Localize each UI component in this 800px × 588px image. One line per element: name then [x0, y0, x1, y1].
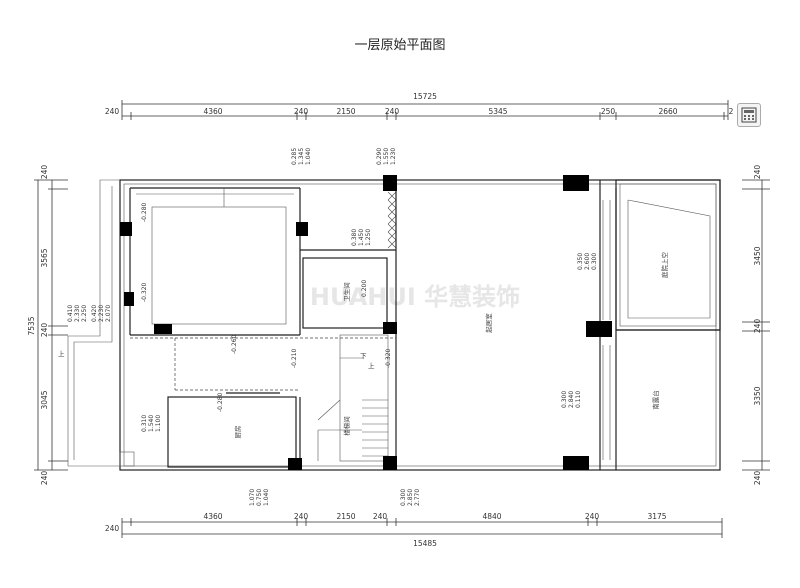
level-top-b-1: 0.290 [376, 148, 383, 165]
floor-level-3: -0.260 [231, 334, 238, 354]
level-top-a-1: 0.285 [291, 148, 298, 165]
level-left-b-1: 0.420 [91, 305, 98, 322]
room-terrace-label: 南露台 [651, 390, 660, 410]
level-left-a-1: 0.410 [67, 305, 74, 322]
right-dim-3: 240 [753, 319, 762, 334]
top-dim-8: 2660 [658, 107, 677, 116]
level-bot-b-1: 0.300 [400, 489, 407, 506]
bottom-dim-2: 4360 [203, 512, 222, 521]
room-labels: 卫生间 厨房 起居室 楼梯间 庭院上空 南露台 上 下 上 [58, 252, 669, 439]
left-dim-3: 240 [40, 323, 49, 338]
level-mid-a-3: 0.300 [591, 253, 598, 270]
top-dim-2: 4360 [203, 107, 222, 116]
room-kitchen-label: 厨房 [233, 426, 242, 439]
level-bot-a-1: 1.070 [249, 489, 256, 506]
level-mid-a-1: 0.350 [577, 253, 584, 270]
calculator-button[interactable] [737, 103, 761, 127]
floor-level-1: -0.280 [141, 202, 148, 222]
top-dim-9: 2 [729, 107, 734, 116]
floor-level-4: -0.210 [291, 348, 298, 368]
level-top-b-3: 1.230 [390, 148, 397, 165]
right-dim-4: 3350 [753, 386, 762, 405]
level-left-a-3: 2.250 [81, 305, 88, 322]
stair-down-marker: 下 [360, 352, 367, 360]
watermark: HUAHUI 华慧装饰 [310, 283, 520, 311]
bottom-dim-3: 240 [294, 512, 309, 521]
floor-level-7: 0.200 [361, 280, 368, 297]
floor-levels: -0.280 -0.320 -0.260 -0.210 -0.320 -0.28… [141, 202, 392, 412]
level-bot-a-2: 0.750 [256, 489, 263, 506]
top-dim-5: 240 [385, 107, 400, 116]
level-bath-2: 1.450 [358, 229, 365, 246]
floor-level-6: -0.280 [217, 392, 224, 412]
bottom-dim-4: 2150 [336, 512, 355, 521]
room-stairs-label: 楼梯间 [342, 416, 351, 436]
level-marks: 0.285 1.345 1.040 0.290 1.550 1.230 0.41… [67, 148, 598, 506]
floor-level-2: -0.320 [141, 282, 148, 302]
left-total-dim: 7535 [27, 316, 36, 335]
left-up-marker: 上 [58, 349, 65, 358]
level-kitchen-3: 1.100 [155, 415, 162, 432]
level-top-a-2: 1.345 [298, 148, 305, 165]
right-dim-5: 240 [753, 471, 762, 486]
calculator-icon [741, 107, 757, 123]
room-void-label: 庭院上空 [660, 252, 669, 279]
right-dimensions: 240 3450 240 3350 240 [742, 165, 770, 486]
left-dim-2: 3565 [40, 248, 49, 267]
bottom-dim-1: 240 [105, 524, 120, 533]
level-bath-1: 0.380 [351, 229, 358, 246]
columns [120, 175, 612, 470]
top-total-dim: 15725 [413, 92, 437, 101]
top-dim-6: 5345 [488, 107, 507, 116]
left-dim-5: 240 [40, 471, 49, 486]
top-dim-3: 240 [294, 107, 309, 116]
floor-level-5: -0.320 [385, 348, 392, 368]
level-mid-b-2: 2.840 [568, 391, 575, 408]
bottom-dim-8: 3175 [647, 512, 666, 521]
top-dim-1: 240 [105, 107, 120, 116]
level-top-b-2: 1.550 [383, 148, 390, 165]
level-mid-b-3: 0.110 [575, 391, 582, 408]
level-bot-a-3: 1.040 [263, 489, 270, 506]
level-kitchen-1: 0.310 [141, 415, 148, 432]
right-dim-2: 3450 [753, 246, 762, 265]
left-dimensions: 240 3565 240 3045 240 7535 [27, 165, 68, 486]
level-bath-3: 1.250 [365, 229, 372, 246]
right-dim-1: 240 [753, 165, 762, 180]
top-dim-7: 250 [601, 107, 616, 116]
level-bot-b-3: 2.770 [414, 489, 421, 506]
bottom-dim-7: 240 [585, 512, 600, 521]
top-dim-4: 2150 [336, 107, 355, 116]
level-top-a-3: 1.040 [305, 148, 312, 165]
level-left-a-2: 2.330 [74, 305, 81, 322]
top-dimensions: 15725 240 4360 240 2150 240 5345 250 266… [105, 92, 734, 120]
level-mid-b-1: 0.300 [561, 391, 568, 408]
level-mid-a-2: 2.600 [584, 253, 591, 270]
bottom-total-dim: 15485 [413, 539, 437, 548]
bottom-dim-5: 240 [373, 512, 388, 521]
plan-title: 一层原始平面图 [354, 38, 445, 53]
level-left-b-2: 2.230 [98, 305, 105, 322]
bottom-dimensions: 240 4360 240 2150 240 4840 240 3175 1548… [105, 512, 723, 548]
left-dim-1: 240 [40, 165, 49, 180]
room-living-label: 起居室 [484, 313, 493, 333]
room-bath-label: 卫生间 [342, 282, 351, 302]
level-kitchen-2: 1.540 [148, 415, 155, 432]
stair-up-marker: 上 [368, 361, 375, 370]
level-left-b-3: 2.070 [105, 305, 112, 322]
bottom-dim-6: 4840 [482, 512, 501, 521]
level-bot-b-2: 2.850 [407, 489, 414, 506]
left-dim-4: 3045 [40, 390, 49, 409]
